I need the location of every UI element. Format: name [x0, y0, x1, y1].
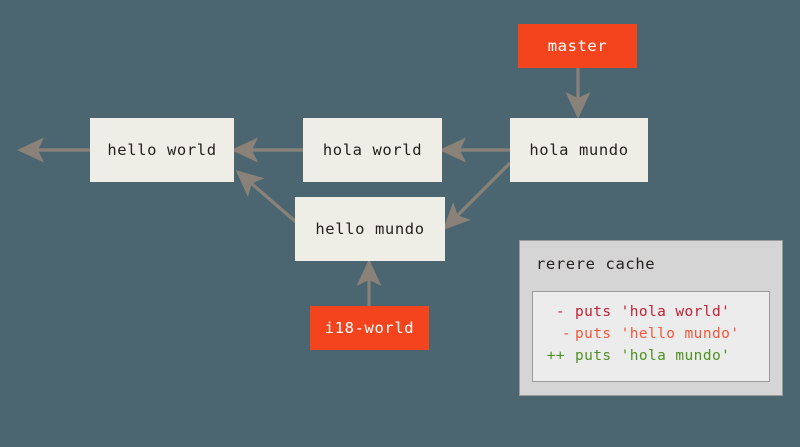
rerere-cache-panel: rerere cache - puts 'hola world' - puts … [519, 240, 783, 396]
branch-ref-i18-world[interactable]: i18-world [310, 306, 429, 350]
branch-ref-label: master [547, 37, 608, 55]
diff-text: puts 'hola world' [575, 304, 731, 320]
edge-hello-mundo-to-hello-world [235, 170, 305, 230]
diff-line: - puts 'hello mundo' [533, 323, 769, 345]
commit-node-hola-world[interactable]: hola world [303, 118, 442, 182]
edge-hola-mundo-to-hello-mundo [442, 161, 512, 231]
commit-label: hello world [107, 141, 217, 159]
diff-line: ++ puts 'hola mundo' [533, 345, 769, 367]
commit-node-hola-mundo[interactable]: hola mundo [510, 118, 648, 182]
branch-ref-label: i18-world [324, 319, 415, 337]
commit-node-hello-world[interactable]: hello world [90, 118, 234, 182]
commit-node-hello-mundo[interactable]: hello mundo [295, 197, 445, 261]
commit-label: hola world [322, 141, 423, 159]
diff-marker: - [561, 326, 571, 342]
rerere-cache-title: rerere cache [536, 255, 656, 273]
diff-marker: ++ [546, 348, 565, 364]
commit-label: hola mundo [529, 141, 629, 159]
rerere-diff-body: - puts 'hola world' - puts 'hello mundo'… [532, 291, 770, 382]
branch-ref-master[interactable]: master [518, 24, 637, 68]
diff-text: puts 'hello mundo' [575, 326, 740, 342]
commit-label: hello mundo [315, 220, 425, 238]
diff-line: - puts 'hola world' [533, 301, 769, 323]
diff-marker: - [555, 304, 565, 320]
diff-text: puts 'hola mundo' [575, 348, 731, 364]
